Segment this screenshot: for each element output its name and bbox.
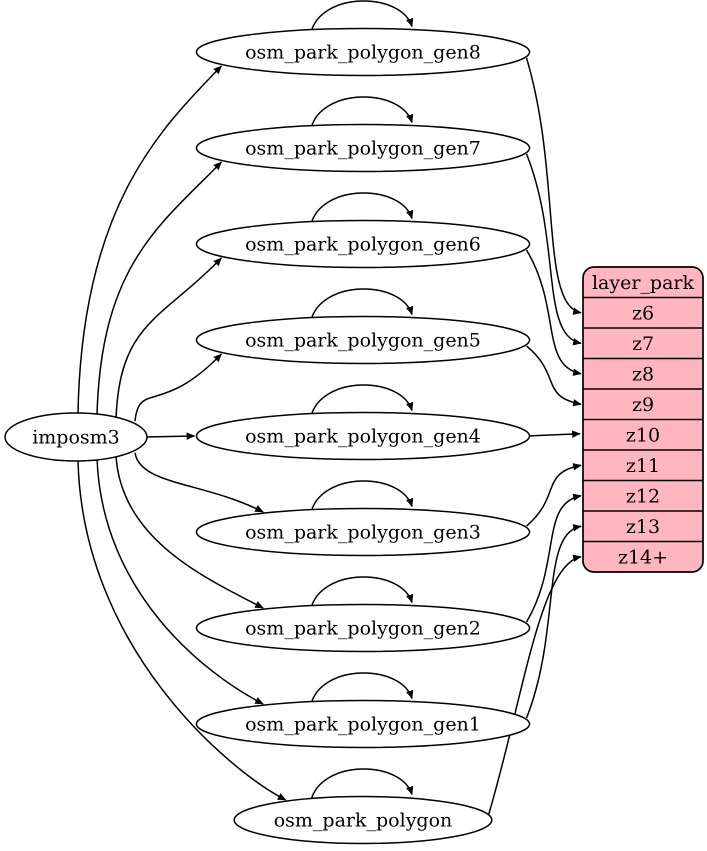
node-ellipse-osm_park_polygon [233, 795, 493, 845]
node-label-osm_park_polygon_gen4: osm_park_polygon_gen4 [245, 426, 481, 448]
node-label-osm_park_polygon_gen6: osm_park_polygon_gen6 [245, 234, 481, 256]
edge-imposm3-to-osm_park_polygon_gen6 [115, 257, 222, 419]
node-ellipse-osm_park_polygon_gen7 [195, 123, 531, 173]
edge-osm_park_polygon_gen7-to-osm_park_polygon_gen7 [310, 96, 414, 129]
node-ellipse-osm_park_polygon_gen5 [195, 315, 531, 365]
layer-park-row-z12: z12 [626, 485, 660, 507]
node-label-osm_park_polygon_gen7: osm_park_polygon_gen7 [245, 138, 481, 160]
layer-park-row-z10: z10 [626, 424, 660, 446]
edge-osm_park_polygon_gen3-to-osm_park_polygon_gen3 [310, 480, 414, 513]
node-label-osm_park_polygon_gen5: osm_park_polygon_gen5 [245, 330, 481, 352]
edge-osm_park_polygon-to-osm_park_polygon [310, 768, 414, 801]
edge-osm_park_polygon_gen8-to-layer-park-z6 [525, 57, 582, 315]
edge-imposm3-to-osm_park_polygon_gen1 [96, 458, 264, 705]
node-ellipse-osm_park_polygon_gen6 [195, 219, 531, 269]
node-label-osm_park_polygon_gen2: osm_park_polygon_gen2 [245, 618, 481, 640]
edge-osm_park_polygon_gen6-to-osm_park_polygon_gen6 [310, 192, 414, 225]
node-ellipse-osm_park_polygon_gen1 [195, 699, 531, 749]
edge-osm_park_polygon_gen2-to-osm_park_polygon_gen2 [310, 576, 414, 609]
layer-park-row-z9: z9 [632, 394, 654, 416]
node-osm_park_polygon_gen4: osm_park_polygon_gen4 [195, 411, 531, 461]
node-label-osm_park_polygon_gen1: osm_park_polygon_gen1 [245, 714, 481, 736]
edge-osm_park_polygon_gen6-to-layer-park-z8 [525, 249, 582, 376]
edge-imposm3-to-osm_park_polygon_gen8 [77, 65, 222, 413]
edge-osm_park_polygon_gen4-to-layer-park-z10 [526, 430, 581, 438]
edge-imposm3-to-osm_park_polygon_gen5 [134, 353, 222, 422]
node-label-osm_park_polygon_gen8: osm_park_polygon_gen8 [245, 42, 481, 64]
edge-imposm3-to-osm_park_polygon_gen7 [96, 161, 222, 416]
layer-park-row-z6: z6 [632, 302, 654, 324]
edge-osm_park_polygon_gen8-to-osm_park_polygon_gen8 [310, 0, 414, 33]
node-ellipse-osm_park_polygon_gen4 [195, 411, 531, 461]
edge-osm_park_polygon_gen1-to-layer-park-z13 [525, 524, 582, 719]
layer-park-row-z11: z11 [626, 455, 660, 477]
node-osm_park_polygon_gen8: osm_park_polygon_gen8 [195, 27, 531, 77]
node-label-osm_park_polygon: osm_park_polygon [274, 810, 453, 832]
node-osm_park_polygon: osm_park_polygon [233, 795, 493, 845]
node-osm_park_polygon_gen3: osm_park_polygon_gen3 [195, 507, 531, 557]
node-label-imposm3: imposm3 [32, 427, 120, 449]
edge-imposm3-to-osm_park_polygon [77, 461, 287, 801]
layer-park-row-z7: z7 [632, 333, 654, 355]
nodes-layer: imposm3 osm_park_polygon_gen8 osm_park_pol… [4, 27, 704, 845]
edge-osm_park_polygon_gen4-to-osm_park_polygon_gen4 [310, 384, 414, 417]
layer-park-row-z8: z8 [632, 363, 654, 385]
edge-osm_park_polygon_gen5-to-osm_park_polygon_gen5 [310, 288, 414, 321]
edge-osm_park_polygon_gen3-to-layer-park-z11 [526, 463, 582, 527]
node-ellipse-imposm3 [4, 412, 148, 462]
node-osm_park_polygon_gen7: osm_park_polygon_gen7 [195, 123, 531, 173]
node-ellipse-osm_park_polygon_gen2 [195, 603, 531, 653]
edge-osm_park_polygon_gen5-to-layer-park-z9 [526, 345, 582, 407]
layer-park-row-z13: z13 [626, 516, 660, 538]
node-osm_park_polygon_gen5: osm_park_polygon_gen5 [195, 315, 531, 365]
edge-osm_park_polygon-to-layer-park-z14+ [488, 554, 582, 815]
edge-imposm3-to-osm_park_polygon_gen3 [134, 452, 264, 513]
edge-osm_park_polygon_gen7-to-layer-park-z7 [525, 153, 582, 346]
edge-osm_park_polygon_gen1-to-osm_park_polygon_gen1 [310, 672, 414, 705]
edge-osm_park_polygon_gen2-to-layer-park-z12 [525, 493, 582, 623]
edge-imposm3-to-osm_park_polygon_gen2 [115, 455, 264, 609]
node-layer-park: layer_park z6 z7 z8 z9 z10 z11 z12 z13 z14+ [582, 266, 704, 573]
node-ellipse-osm_park_polygon_gen8 [195, 27, 531, 77]
node-osm_park_polygon_gen2: osm_park_polygon_gen2 [195, 603, 531, 653]
node-imposm3: imposm3 [4, 412, 148, 462]
edge-imposm3-to-osm_park_polygon_gen4 [144, 432, 196, 440]
node-ellipse-osm_park_polygon_gen3 [195, 507, 531, 557]
node-osm_park_polygon_gen6: osm_park_polygon_gen6 [195, 219, 531, 269]
layer-park-row-z14plus: z14+ [618, 546, 668, 568]
edges-layer [77, 0, 582, 815]
node-label-osm_park_polygon_gen3: osm_park_polygon_gen3 [245, 522, 481, 544]
layer-park-header: layer_park [592, 272, 695, 294]
node-osm_park_polygon_gen1: osm_park_polygon_gen1 [195, 699, 531, 749]
